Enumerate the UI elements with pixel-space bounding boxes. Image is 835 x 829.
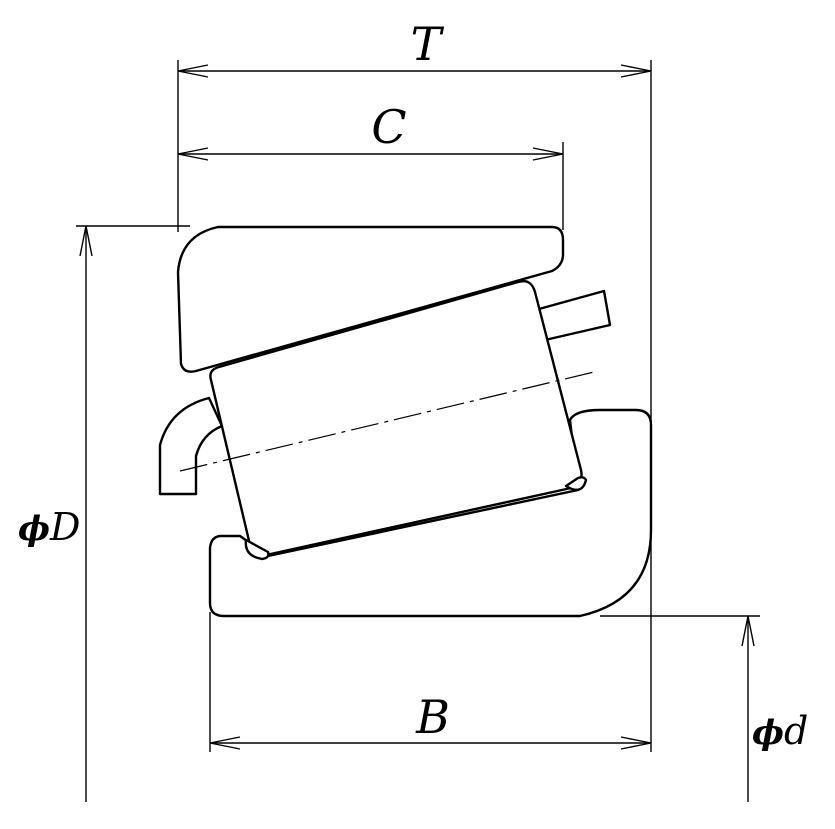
dimension-c: C — [177, 100, 564, 161]
arrowhead-bore-diameter — [741, 615, 755, 647]
arrowhead-c-left — [177, 147, 209, 161]
dimension-outer-diameter: ϕD — [18, 225, 93, 802]
roller-corner-bottom-left — [244, 538, 270, 561]
label-b: B — [415, 690, 450, 744]
label-outer-diameter: ϕD — [18, 505, 80, 549]
dimension-bore-diameter: ϕd — [741, 615, 808, 802]
label-bore-diameter: ϕd — [752, 709, 808, 753]
arrowhead-t-left — [177, 64, 209, 78]
phi-symbol-outer: ϕ — [18, 509, 50, 549]
arrowhead-t-right — [620, 64, 652, 78]
phi-symbol-bore: ϕ — [752, 713, 784, 753]
roller-center-line — [179, 371, 595, 472]
dimension-b: B — [209, 690, 652, 750]
arrowhead-outer-diameter — [79, 225, 93, 257]
dimension-t: T — [177, 17, 652, 78]
roller-corner-bottom-right — [564, 476, 588, 492]
label-t: T — [411, 17, 445, 71]
letter-bore-diameter: d — [784, 709, 808, 753]
extension-lines — [76, 60, 760, 752]
arrowhead-c-right — [532, 147, 564, 161]
arrowhead-b-left — [209, 736, 241, 750]
letter-outer-diameter: D — [49, 505, 80, 549]
outer-ring-cup — [176, 225, 565, 373]
arrowhead-b-right — [620, 736, 652, 750]
inner-ring-cone — [208, 408, 653, 618]
cage-right-tab — [537, 289, 612, 342]
label-c: C — [371, 100, 406, 154]
cage-left — [158, 396, 224, 496]
